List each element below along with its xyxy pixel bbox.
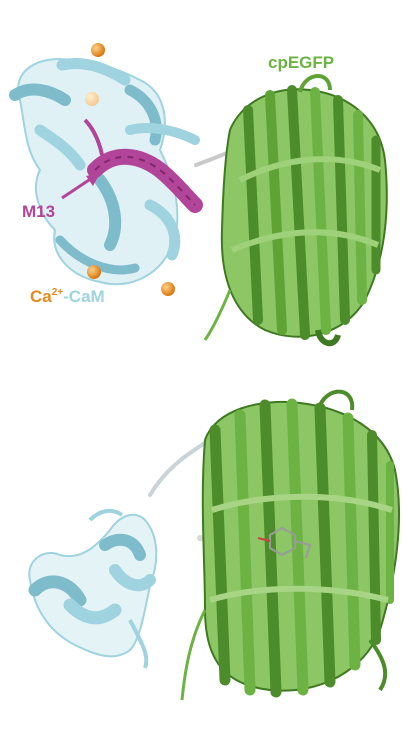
bottom-linker-loop [148,438,212,497]
chromophore [257,526,312,559]
ca-label: Ca [30,287,52,306]
bottom-cpegfp-barrel [180,389,400,701]
calcium-ion-3 [87,265,101,279]
cam-label: -CaM [63,287,105,306]
top-cpegfp-barrel [203,74,388,347]
m13-peptide [83,118,203,213]
apo-structure [28,389,400,701]
calcium-ion-2 [85,92,99,106]
m13-label: M13 [22,202,55,221]
cpegfp-label: cpEGFP [268,53,334,72]
ca-charge-superscript: 2+ [52,287,64,298]
calcium-bound-structure [9,43,388,347]
calcium-ion-1 [91,43,105,57]
ca-cam-label: Ca2+-CaM [30,287,105,306]
bottom-calmodulin [28,508,158,669]
m13-arrow [61,173,100,200]
calcium-ion-4 [161,282,175,296]
